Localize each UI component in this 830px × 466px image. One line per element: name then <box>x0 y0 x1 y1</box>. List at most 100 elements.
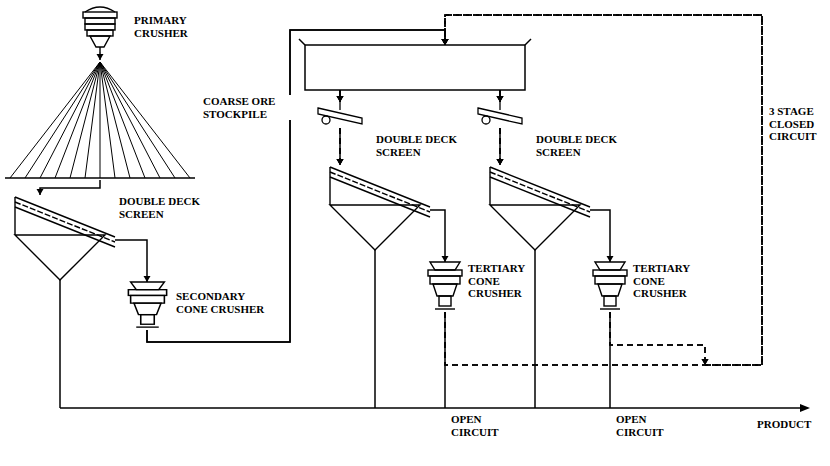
screen-hopper <box>330 205 420 250</box>
crusher-shaft <box>141 315 155 325</box>
screen-side <box>14 197 15 235</box>
crusher-mantle <box>598 284 622 296</box>
cone-crusher-icon <box>590 262 630 312</box>
crusher-band <box>428 270 462 276</box>
flow-connector <box>97 52 104 60</box>
arrowhead <box>702 359 709 365</box>
equipment-label: DOUBLE DECK SCREEN <box>535 133 629 158</box>
vibrating-feeder <box>318 102 362 124</box>
arrowhead <box>497 96 504 102</box>
pile-ray <box>100 62 175 178</box>
equipment-label: DOUBLE DECK SCREEN <box>375 133 469 158</box>
double-deck-screen: DOUBLE DECK SCREEN <box>490 165 590 250</box>
connector-line <box>445 15 762 365</box>
double-deck-screen: DOUBLE DECK SCREEN <box>330 165 430 250</box>
connector-line <box>445 15 762 365</box>
arrowhead <box>337 96 344 102</box>
connector-line <box>610 312 705 365</box>
bin-lip <box>299 39 305 45</box>
crusher-shaft <box>439 296 451 306</box>
crusher-base <box>435 308 455 309</box>
cone-symbol <box>428 262 462 309</box>
crusher-base <box>600 308 620 309</box>
pile-ray <box>40 62 100 178</box>
arrowhead <box>337 96 344 102</box>
pile-ray <box>100 62 160 178</box>
cone-crusher-body <box>128 282 166 327</box>
bin-lip <box>525 39 531 45</box>
recycle-connector <box>337 15 763 365</box>
arrowhead <box>442 39 449 45</box>
primary-symbol <box>83 7 117 52</box>
crusher-band <box>593 270 627 276</box>
circuit-label: OPEN CIRCUIT <box>615 413 675 438</box>
circuit-label: OPEN CIRCUIT <box>450 413 510 438</box>
arrowhead <box>37 189 44 195</box>
connector-line <box>147 30 445 342</box>
flow-connector <box>147 30 449 342</box>
arrowhead <box>97 54 104 60</box>
arrowhead <box>144 276 151 282</box>
arrowhead <box>442 39 449 45</box>
crusher-mantle <box>134 303 161 315</box>
ore-bin <box>299 39 531 90</box>
screen-symbol <box>490 167 590 250</box>
crusher-band <box>128 290 166 296</box>
cone-crusher: TERTIARY CONE CRUSHER <box>425 262 465 312</box>
screen-deck <box>330 167 430 207</box>
screen-deck <box>330 172 430 212</box>
product-lines <box>60 250 800 408</box>
connector-line <box>445 15 762 365</box>
pile-ray <box>100 62 115 178</box>
cone-symbol <box>593 262 627 309</box>
arrowhead <box>337 159 344 165</box>
crusher-cone <box>90 36 110 47</box>
feeder-drive <box>322 116 330 124</box>
arrowhead <box>442 39 449 45</box>
arrowhead <box>497 159 504 165</box>
screen-side <box>489 167 490 205</box>
crusher-top <box>85 7 115 12</box>
recycle-connector <box>337 15 763 365</box>
feeder-chute <box>499 102 500 110</box>
screen-deck <box>15 202 115 242</box>
circuit-label: 3 STAGE CLOSED CIRCUIT <box>768 105 830 143</box>
crusher-spout <box>99 47 100 52</box>
primary-crusher: PRIMARY CRUSHER <box>75 2 125 52</box>
double-deck-screen-icon <box>15 195 115 280</box>
equipment-label: PRIMARY CRUSHER <box>133 14 205 39</box>
crusher-hopper <box>595 262 625 270</box>
screen-deck <box>490 177 590 217</box>
pile-symbol <box>5 62 195 178</box>
connector-line <box>115 240 147 282</box>
cone-crusher-body <box>428 262 462 309</box>
feeder-pan <box>318 108 362 124</box>
flow-connector <box>147 30 504 342</box>
screen-deck <box>490 172 590 212</box>
arrowhead <box>442 256 449 262</box>
crusher-band <box>85 24 115 30</box>
undersize-line <box>534 250 536 408</box>
flow-connector <box>430 210 449 262</box>
circuit-label: PRODUCT <box>756 418 828 431</box>
pile-ray <box>70 62 100 178</box>
arrowhead <box>497 96 504 102</box>
connector-line <box>430 210 445 262</box>
pile-ray <box>100 62 130 178</box>
crusher-base <box>136 326 159 327</box>
screen-hopper <box>15 235 105 280</box>
feeder-drive <box>482 116 490 124</box>
double-deck-screen: DOUBLE DECK SCREEN <box>15 195 115 280</box>
crusher-shaft <box>604 296 616 306</box>
double-deck-screen-icon <box>490 165 590 250</box>
flow-connector <box>590 210 614 262</box>
flow-connector <box>37 180 101 195</box>
connector-line <box>610 312 705 365</box>
arrowhead <box>337 159 344 165</box>
arrowhead <box>337 96 344 102</box>
screen-symbol <box>330 167 430 250</box>
recycle-connector <box>442 15 763 365</box>
